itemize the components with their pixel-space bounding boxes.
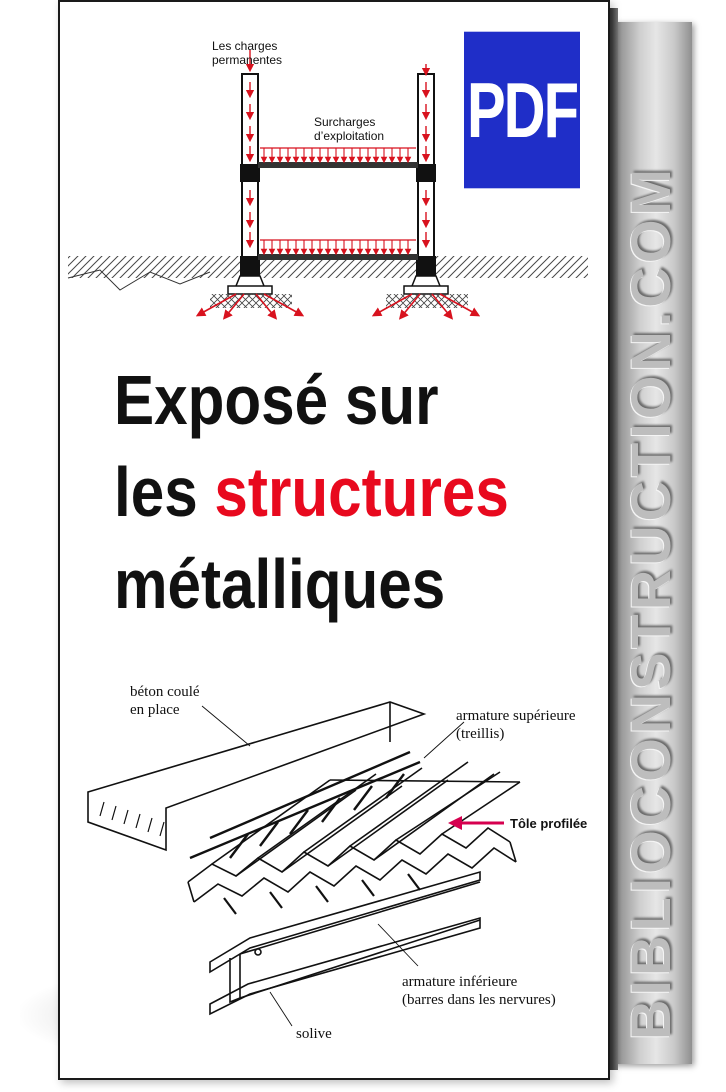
column-load-arrows [245, 50, 431, 249]
beam-live-load-arrows [260, 147, 416, 241]
frame-load-diagram: Les charges permanentes Surcharges d’exp… [67, 39, 588, 320]
label-joist: solive [296, 1026, 332, 1042]
upper-beam [258, 162, 418, 168]
label-permanent-loads-2: permanentes [212, 53, 282, 67]
footing-reaction-arrows [195, 293, 481, 320]
title-line-3: métalliques [114, 545, 446, 623]
top-rebar-mesh [189, 750, 421, 860]
book-spine [612, 22, 692, 1064]
profiled-steel-sheet [187, 826, 511, 883]
label-live-loads-2: d’exploitation [314, 129, 384, 143]
label-concrete-1: béton coulé [130, 684, 200, 700]
label-live-loads-1: Surcharges [314, 115, 375, 129]
title-line-1: Exposé sur [114, 361, 439, 439]
profiled-sheet-pointer [448, 816, 504, 830]
lower-beam [258, 254, 418, 260]
bottom-rebars [223, 873, 421, 915]
title-highlight: structures [214, 453, 509, 531]
left-footing [227, 275, 273, 295]
label-permanent-loads-1: Les charges [212, 39, 277, 53]
book-cover: Les charges permanentes Surcharges d’exp… [58, 0, 610, 1080]
steel-joist [209, 870, 481, 1016]
cover-title: Exposé sur les structures métalliques [114, 354, 594, 630]
composite-deck-diagram: béton coulé en place armature supérieure… [87, 684, 587, 1042]
right-footing [403, 275, 449, 295]
label-top-rebar-1: armature supérieure [456, 708, 576, 724]
pdf-badge: PDF [464, 31, 580, 189]
title-line-2-prefix: les [114, 453, 198, 531]
title-line-2: les structures [114, 446, 527, 538]
spine-site-name: BIBLIOCONSTRUCTION.COM [619, 164, 682, 1040]
label-bottom-rebar-2: (barres dans les nervures) [402, 992, 556, 1008]
label-concrete-2: en place [130, 702, 180, 718]
label-top-rebar-2: (treillis) [456, 726, 504, 742]
ground-hatch [68, 256, 588, 278]
label-bottom-rebar-1: armature inférieure [402, 974, 518, 990]
label-profiled-sheet: Tôle profilée [510, 816, 587, 831]
